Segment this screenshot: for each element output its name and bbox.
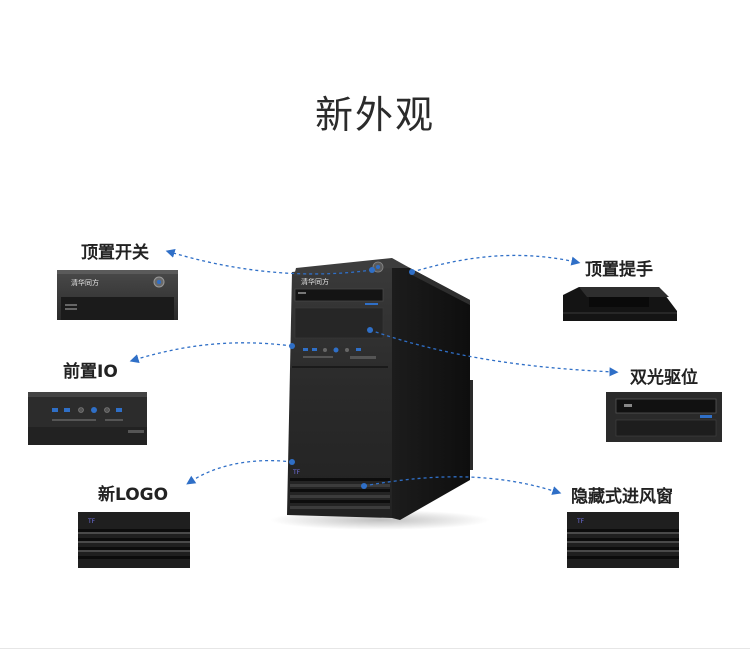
thumb-brand-text: 清华同方 [71, 278, 99, 287]
usb-port-icon [52, 408, 58, 412]
audio-jack-icon [78, 407, 84, 413]
label-dual-optical: 双光驱位 [630, 368, 698, 388]
bottom-divider [0, 648, 750, 649]
pc-case: 清华同方 TF [287, 258, 473, 520]
label-hidden-vent: 隐藏式进风窗 [571, 487, 673, 507]
thumb-hidden-vent: TF [567, 512, 679, 568]
thumb-top-switch: 清华同方 [57, 270, 178, 320]
thumb-front-io [28, 392, 147, 445]
label-front-io: 前置IO [63, 362, 118, 382]
connector-dots [289, 267, 415, 489]
label-top-switch: 顶置开关 [81, 243, 149, 263]
thumb-vent-logo-text: TF [576, 518, 585, 525]
case-brand-text: 清华同方 [301, 277, 329, 286]
case-logo-text: TF [292, 469, 301, 476]
label-top-handle: 顶置提手 [585, 260, 653, 280]
thumb-dual-optical [606, 392, 722, 442]
thumb-new-logo: TF [78, 512, 190, 568]
thumb-logo-text: TF [87, 518, 96, 525]
connector-arrows [129, 248, 619, 495]
thumb-top-handle [559, 283, 682, 323]
page-title: 新外观 [314, 93, 435, 137]
label-new-logo: 新LOGO [98, 485, 169, 505]
